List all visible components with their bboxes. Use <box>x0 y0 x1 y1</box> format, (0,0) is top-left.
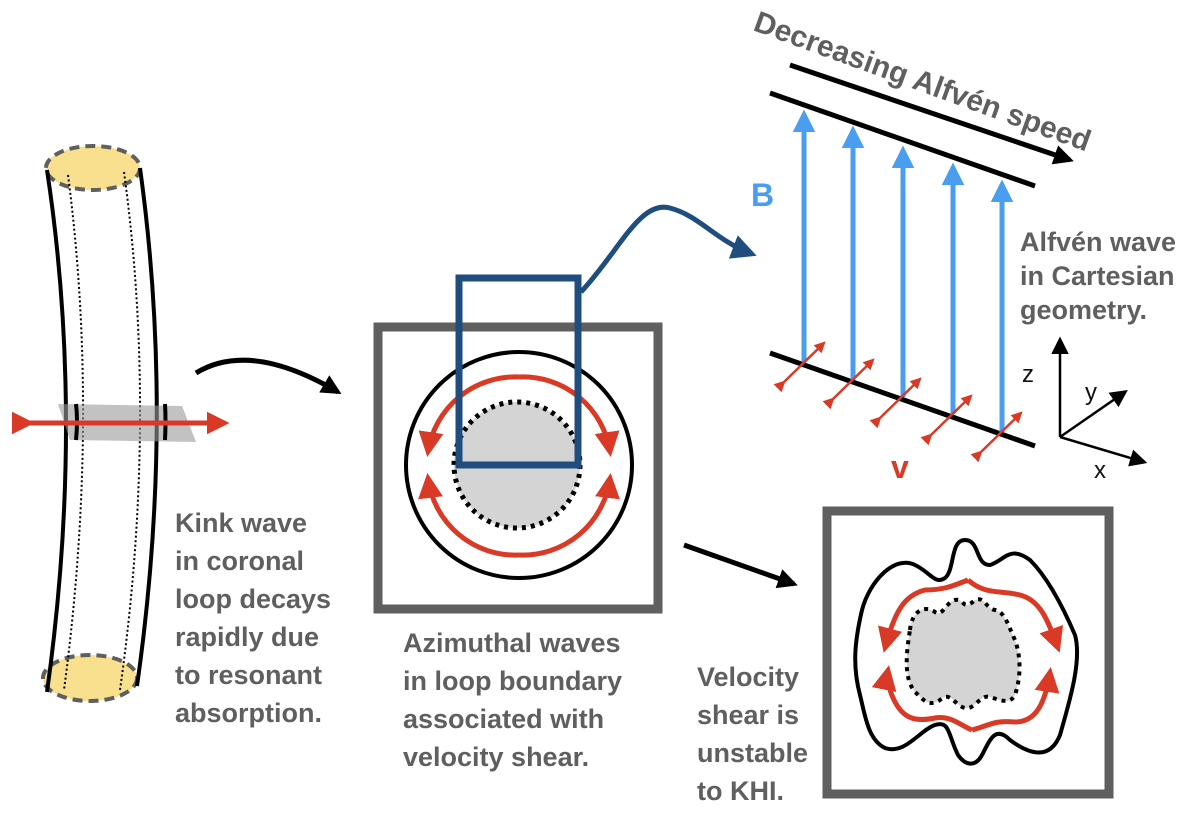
velocity-arrow <box>920 394 973 446</box>
alfven-speed-label: Decreasing Alfvén speed <box>750 6 1096 159</box>
loop-boundary-circle <box>404 350 634 580</box>
velocity-arrow <box>822 358 875 410</box>
khi-core <box>904 597 1022 711</box>
khi-caption: Velocity shear is unstable to KHI. <box>697 662 816 806</box>
velocity-arrow <box>773 341 826 393</box>
magnetic-field-lines <box>792 109 1014 432</box>
azimuthal-flow-arrow-bottom-left <box>418 473 520 558</box>
coronal-loop <box>12 144 230 703</box>
flow-arrow-loop-to-crosssection <box>194 357 342 395</box>
z-axis-label: z <box>1022 361 1034 388</box>
y-axis-label: y <box>1085 379 1097 406</box>
upper-boundary-line <box>769 90 1036 189</box>
azimuthal-caption: Azimuthal waves in loop boundary associa… <box>403 628 630 772</box>
zoom-connector-arrow <box>579 204 757 294</box>
x-axis <box>1059 435 1148 467</box>
flow-arrow-to-khi <box>683 542 798 589</box>
loop-inner-right <box>119 171 142 691</box>
loop-outer-left <box>45 169 68 693</box>
velocity-perturbations <box>773 341 1023 463</box>
coordinate-axes: z y x <box>1022 336 1148 484</box>
alfven-cartesian-panel: Decreasing Alfvén speed B v Alfvén wave … <box>750 6 1184 485</box>
x-axis-label: x <box>1094 457 1106 484</box>
alfven-caption: Alfvén wave in Cartesian geometry. <box>1020 227 1184 325</box>
khi-flow-arrow-bottom-left <box>871 665 974 733</box>
velocity-arrow <box>970 411 1023 463</box>
footpoint-top <box>44 144 142 192</box>
velocity-arrow <box>869 377 922 429</box>
zoom-region-box <box>455 274 582 469</box>
y-axis <box>1059 390 1128 439</box>
cross-section-panel <box>373 274 663 614</box>
khi-perturbed-boundary <box>853 537 1080 766</box>
kink-caption: Kink wave in coronal loop decays rapidly… <box>175 508 339 728</box>
loop-inner-left <box>63 174 85 691</box>
khi-flow-arrow-top-left <box>878 577 969 653</box>
velocity-label: v <box>891 449 909 485</box>
azimuthal-flow-arrow-bottom-right <box>518 473 620 558</box>
khi-panel <box>822 506 1114 799</box>
alfven-speed-arrow <box>789 62 1074 165</box>
khi-flow-arrow-bottom-right <box>971 667 1060 733</box>
magnetic-field-label: B <box>751 177 774 213</box>
khi-flow-arrow-top-right <box>966 578 1064 653</box>
